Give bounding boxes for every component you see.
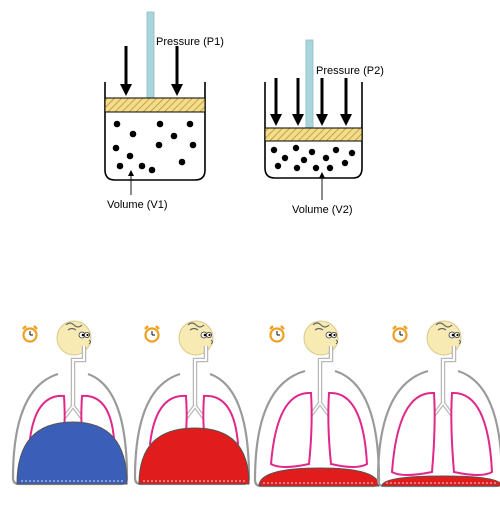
arrow-head <box>270 114 282 126</box>
alarm-clock-icon <box>144 325 160 343</box>
piston <box>104 97 206 113</box>
breathing-stages <box>11 320 500 488</box>
diaphragm <box>16 421 128 485</box>
piston-rod <box>146 11 155 99</box>
cylinder-container <box>264 82 363 179</box>
volume-label: Volume (V2) <box>292 204 353 216</box>
pressure-label: Pressure (P2) <box>316 65 384 77</box>
right-cylinder: Pressure (P2) Volume (V2) <box>264 39 384 216</box>
alarm-clock-icon <box>269 325 285 343</box>
cylinder-container <box>104 82 206 181</box>
diaphragm <box>258 467 380 487</box>
arrow-head <box>292 114 304 126</box>
gas-molecules <box>270 144 356 172</box>
arrow-head <box>128 170 134 176</box>
piston-rod <box>305 39 314 129</box>
breathing-stage <box>376 320 500 488</box>
pressure-label: Pressure (P1) <box>156 36 224 48</box>
volume-label: Volume (V1) <box>107 199 168 211</box>
piston <box>264 127 363 142</box>
left-lung <box>269 391 313 468</box>
breathing-stage <box>253 320 381 488</box>
arrow-head <box>171 84 183 96</box>
arrow-head <box>316 114 328 126</box>
alarm-clock-icon <box>22 325 38 343</box>
arrow-head <box>120 84 132 96</box>
arrow-head <box>340 114 352 126</box>
left-lung <box>390 391 436 476</box>
breathing-stage <box>133 320 251 486</box>
right-lung <box>450 391 494 476</box>
left-cylinder: Pressure (P1) Volume (V1) <box>104 11 224 211</box>
arrow-head <box>319 172 325 178</box>
diaphragm <box>138 427 250 485</box>
right-lung <box>327 391 369 468</box>
breathing-stage <box>11 320 129 486</box>
alarm-clock-icon <box>392 325 408 343</box>
diaphragm <box>381 475 500 487</box>
gas-molecules <box>112 120 197 174</box>
